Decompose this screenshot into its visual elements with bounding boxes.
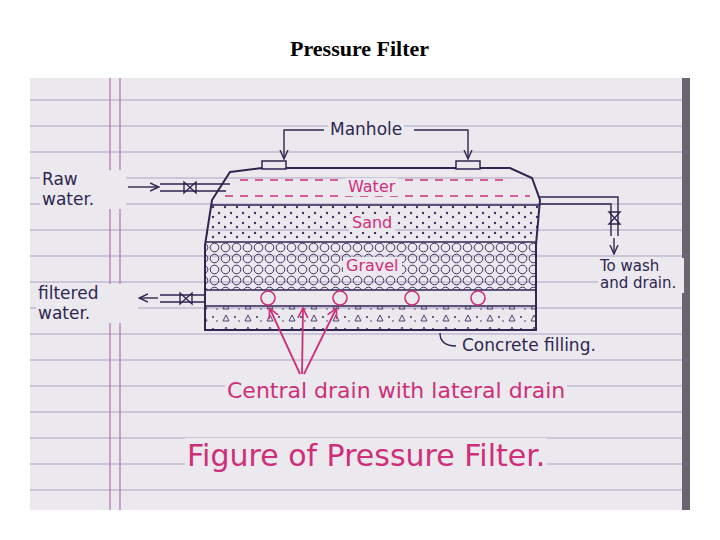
sand-band: Sand — [349, 214, 395, 232]
band-label: Water — [345, 178, 398, 196]
water-band: Water — [345, 178, 398, 196]
inlet-label: Raw water. — [40, 170, 126, 209]
band-label: Gravel — [343, 257, 402, 275]
part-label: Central drain with lateral drain — [225, 378, 567, 403]
outlet-label: To wash and drain. — [598, 258, 684, 293]
gravel-band: Gravel — [343, 257, 402, 275]
figure-caption: Figure of Pressure Filter. — [185, 438, 547, 473]
page-title: Pressure Filter — [290, 36, 429, 62]
part-label: Manhole — [328, 120, 404, 140]
band-label: Sand — [349, 214, 395, 232]
part-label: Concrete filling. — [460, 336, 598, 356]
outlet-label: filtered water. — [36, 284, 138, 323]
